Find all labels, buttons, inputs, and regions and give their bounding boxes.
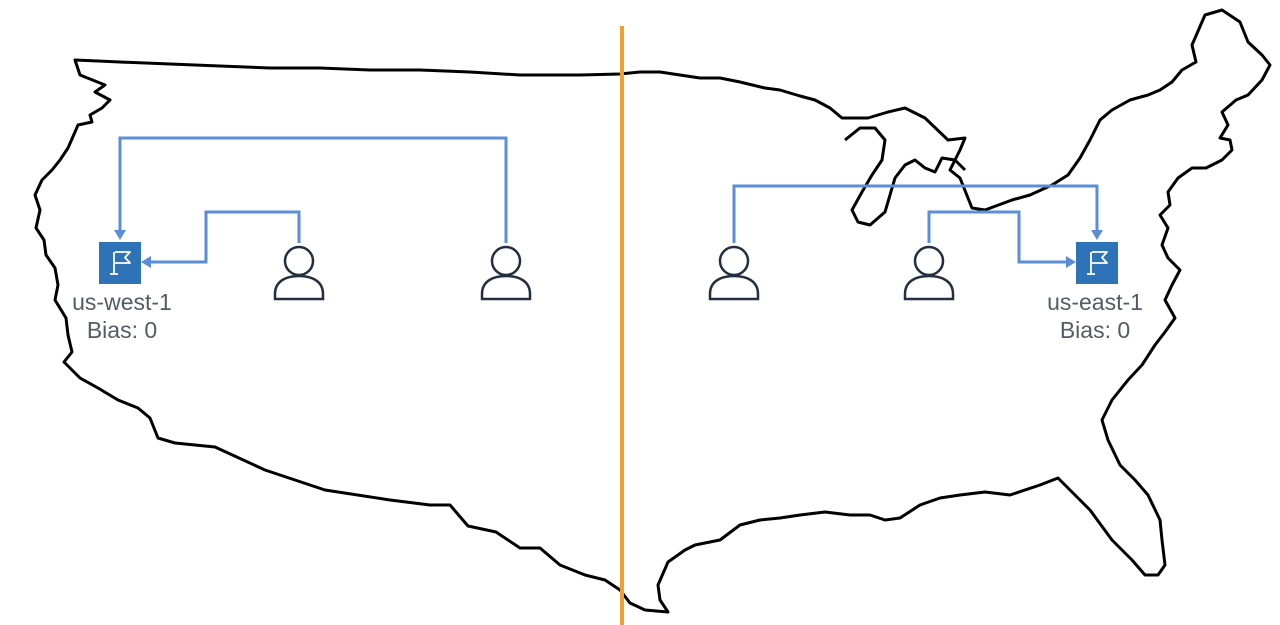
great-lakes-outline bbox=[844, 126, 967, 227]
user-icon bbox=[480, 245, 532, 301]
region-label-east: us-east-1 Bias: 0 bbox=[1028, 288, 1162, 344]
flag-icon bbox=[1076, 242, 1118, 284]
region-bias: Bias: 0 bbox=[1059, 317, 1131, 343]
user-icon bbox=[708, 245, 760, 301]
route-user-2-to-west bbox=[114, 136, 508, 243]
region-bias: Bias: 0 bbox=[86, 317, 158, 343]
region-name: us-east-1 bbox=[1047, 289, 1143, 315]
user-icon bbox=[903, 245, 955, 301]
route-user-3-to-east bbox=[732, 184, 1103, 243]
route-user-1-to-west bbox=[141, 210, 301, 268]
user-icon bbox=[273, 245, 325, 301]
route-user-4-to-east bbox=[927, 210, 1076, 268]
flag-icon bbox=[99, 242, 141, 284]
region-name: us-west-1 bbox=[72, 289, 172, 315]
region-label-west: us-west-1 Bias: 0 bbox=[52, 288, 192, 344]
us-map-outline bbox=[33, 8, 1272, 614]
